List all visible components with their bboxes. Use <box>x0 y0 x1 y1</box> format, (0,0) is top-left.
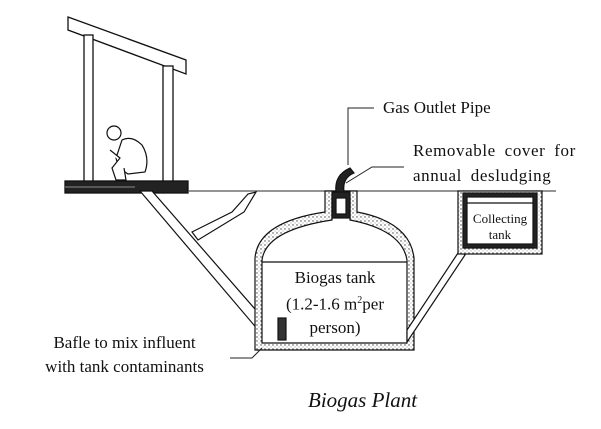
bafle-label: Bafle to mix influent with tank contamin… <box>22 331 227 379</box>
squatting-person <box>106 125 148 181</box>
removable-cover-label-line1: Removable cover for <box>413 141 576 160</box>
tank-line1: Biogas tank <box>294 268 376 287</box>
biogas-tank-label: Biogas tank (1.2-1.6 m2per person) <box>270 266 400 339</box>
collecting-tank-label: Collecting tank <box>466 211 534 243</box>
outlet-pipe <box>406 249 466 344</box>
bafle-line2: with tank contaminants <box>45 357 204 376</box>
bafle-line1: Bafle to mix influent <box>53 333 196 352</box>
collecting-line2: tank <box>488 227 512 242</box>
latrine-hut <box>64 16 189 194</box>
biogas-tank <box>254 167 415 351</box>
leader-lines <box>230 107 404 359</box>
tank-line2-a: (1.2-1.6 m <box>285 294 358 314</box>
collecting-tank <box>457 190 543 255</box>
gas-outlet-pipe-label: Gas Outlet Pipe <box>383 98 491 117</box>
collecting-line1: Collecting <box>472 211 528 226</box>
tank-line2-b: per <box>362 294 384 314</box>
tank-line2-sup: 2 <box>357 295 363 306</box>
figure-caption: Biogas Plant <box>308 388 418 412</box>
tank-line2: (1.2-1.6 m2per <box>270 289 400 316</box>
tank-line3: person) <box>309 317 361 337</box>
baffle <box>277 317 287 341</box>
removable-cover-label-line2: annual desludging <box>413 166 552 185</box>
